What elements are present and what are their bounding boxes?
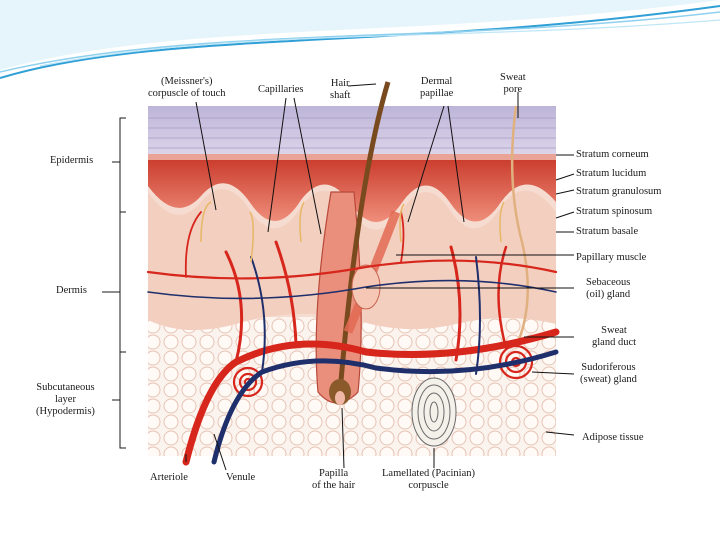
label-sebaceous: Sebaceous (oil) gland — [586, 277, 630, 301]
label-hair-shaft: Hair shaft — [330, 78, 350, 102]
label-stratum-corneum: Stratum corneum — [576, 149, 649, 161]
label-lamellated: Lamellated (Pacinian) corpuscle — [382, 468, 475, 492]
label-epidermis: Epidermis — [50, 155, 93, 167]
label-adipose-text: Adipose tissue — [582, 432, 644, 443]
corneum-lines — [148, 117, 556, 149]
label-dermal-papillae-1: Dermal — [420, 76, 453, 87]
label-sudoriferous-2: (sweat) gland — [580, 374, 637, 385]
label-stratum-lucidum: Stratum lucidum — [576, 168, 646, 180]
label-sudoriferous-1: Sudoriferous — [581, 362, 636, 373]
label-meissner-2: corpuscle of touch — [148, 88, 226, 99]
label-arteriole: Arteriole — [150, 472, 188, 484]
label-dermis: Dermis — [56, 285, 87, 297]
label-papillary-muscle: Papillary muscle — [576, 252, 646, 264]
label-sweat-duct-2: gland duct — [592, 337, 637, 348]
label-stratum-spinosum: Stratum spinosum — [576, 206, 652, 218]
label-sweat-pore-1: Sweat — [500, 72, 526, 83]
label-hypodermis-3: (Hypodermis) — [36, 406, 95, 417]
label-papilla-hair-1: Papilla — [318, 468, 349, 479]
label-venule-text: Venule — [226, 472, 256, 483]
label-hair-shaft-1: Hair — [330, 78, 350, 89]
label-sudoriferous: Sudoriferous (sweat) gland — [580, 362, 637, 386]
header-swoosh-4 — [39, 19, 720, 67]
arteries — [146, 211, 560, 466]
label-sebaceous-1: Sebaceous — [586, 277, 631, 288]
label-adipose: Adipose tissue — [582, 432, 644, 444]
label-meissner-1: (Meissner's) — [161, 76, 213, 87]
label-meissner: (Meissner's) corpuscle of touch — [148, 76, 226, 100]
label-sweat-pore-2: pore — [503, 84, 523, 95]
label-hair-shaft-2: shaft — [330, 90, 351, 101]
label-venule: Venule — [226, 472, 255, 484]
label-capillaries-text: Capillaries — [258, 84, 304, 95]
stratum-lucidum-layer — [148, 154, 556, 160]
header-swoosh-2 — [0, 5, 720, 79]
label-capillaries: Capillaries — [258, 84, 304, 96]
label-papilla-hair-2: of the hair — [312, 480, 356, 491]
label-stratum-basale: Stratum basale — [576, 226, 638, 238]
label-dermal-papillae-2: papillae — [420, 88, 454, 99]
stratum-spinosum-layer — [148, 157, 556, 222]
capillary-loops — [200, 201, 505, 263]
label-sweat-pore: Sweat pore — [500, 72, 526, 96]
skin-diagram — [102, 81, 575, 471]
lamellated-corpuscle — [411, 377, 457, 447]
label-dermis-text: Dermis — [56, 285, 87, 296]
label-stratum-corneum-text: Stratum corneum — [576, 149, 649, 160]
label-lamellated-2: corpuscle — [408, 480, 449, 491]
pointer-lines — [185, 83, 575, 471]
hair-shaft — [337, 81, 391, 393]
label-papilla-hair: Papilla of the hair — [312, 468, 355, 492]
label-sweat-duct: Sweat gland duct — [592, 325, 636, 349]
label-hypodermis-2: layer — [54, 394, 76, 405]
label-sebaceous-2: (oil) gland — [586, 289, 631, 300]
label-hypodermis-1: Subcutaneous — [36, 382, 95, 393]
label-dermal-papillae: Dermal papillae — [420, 76, 453, 100]
label-hypodermis: Subcutaneous layer (Hypodermis) — [36, 382, 95, 418]
label-stratum-lucidum-text: Stratum lucidum — [576, 168, 647, 179]
stratum-corneum-layer — [148, 106, 556, 156]
sweat-duct — [510, 105, 529, 348]
label-stratum-spinosum-text: Stratum spinosum — [576, 206, 653, 217]
layer-bracket — [102, 117, 126, 449]
header-swoosh-3 — [0, 11, 720, 73]
label-arteriole-text: Arteriole — [150, 472, 188, 483]
label-lamellated-1: Lamellated (Pacinian) — [382, 468, 475, 479]
header-swoosh-1 — [0, 0, 720, 70]
label-stratum-granulosum: Stratum granulosum — [576, 186, 661, 198]
label-epidermis-text: Epidermis — [50, 155, 94, 166]
hair-papilla — [335, 391, 345, 405]
header-decoration — [0, 0, 720, 79]
label-stratum-granulosum-text: Stratum granulosum — [576, 186, 662, 197]
veins — [147, 256, 559, 465]
label-sweat-duct-1: Sweat — [601, 325, 627, 336]
label-stratum-basale-text: Stratum basale — [576, 226, 639, 237]
label-papillary-muscle-text: Papillary muscle — [576, 252, 647, 263]
